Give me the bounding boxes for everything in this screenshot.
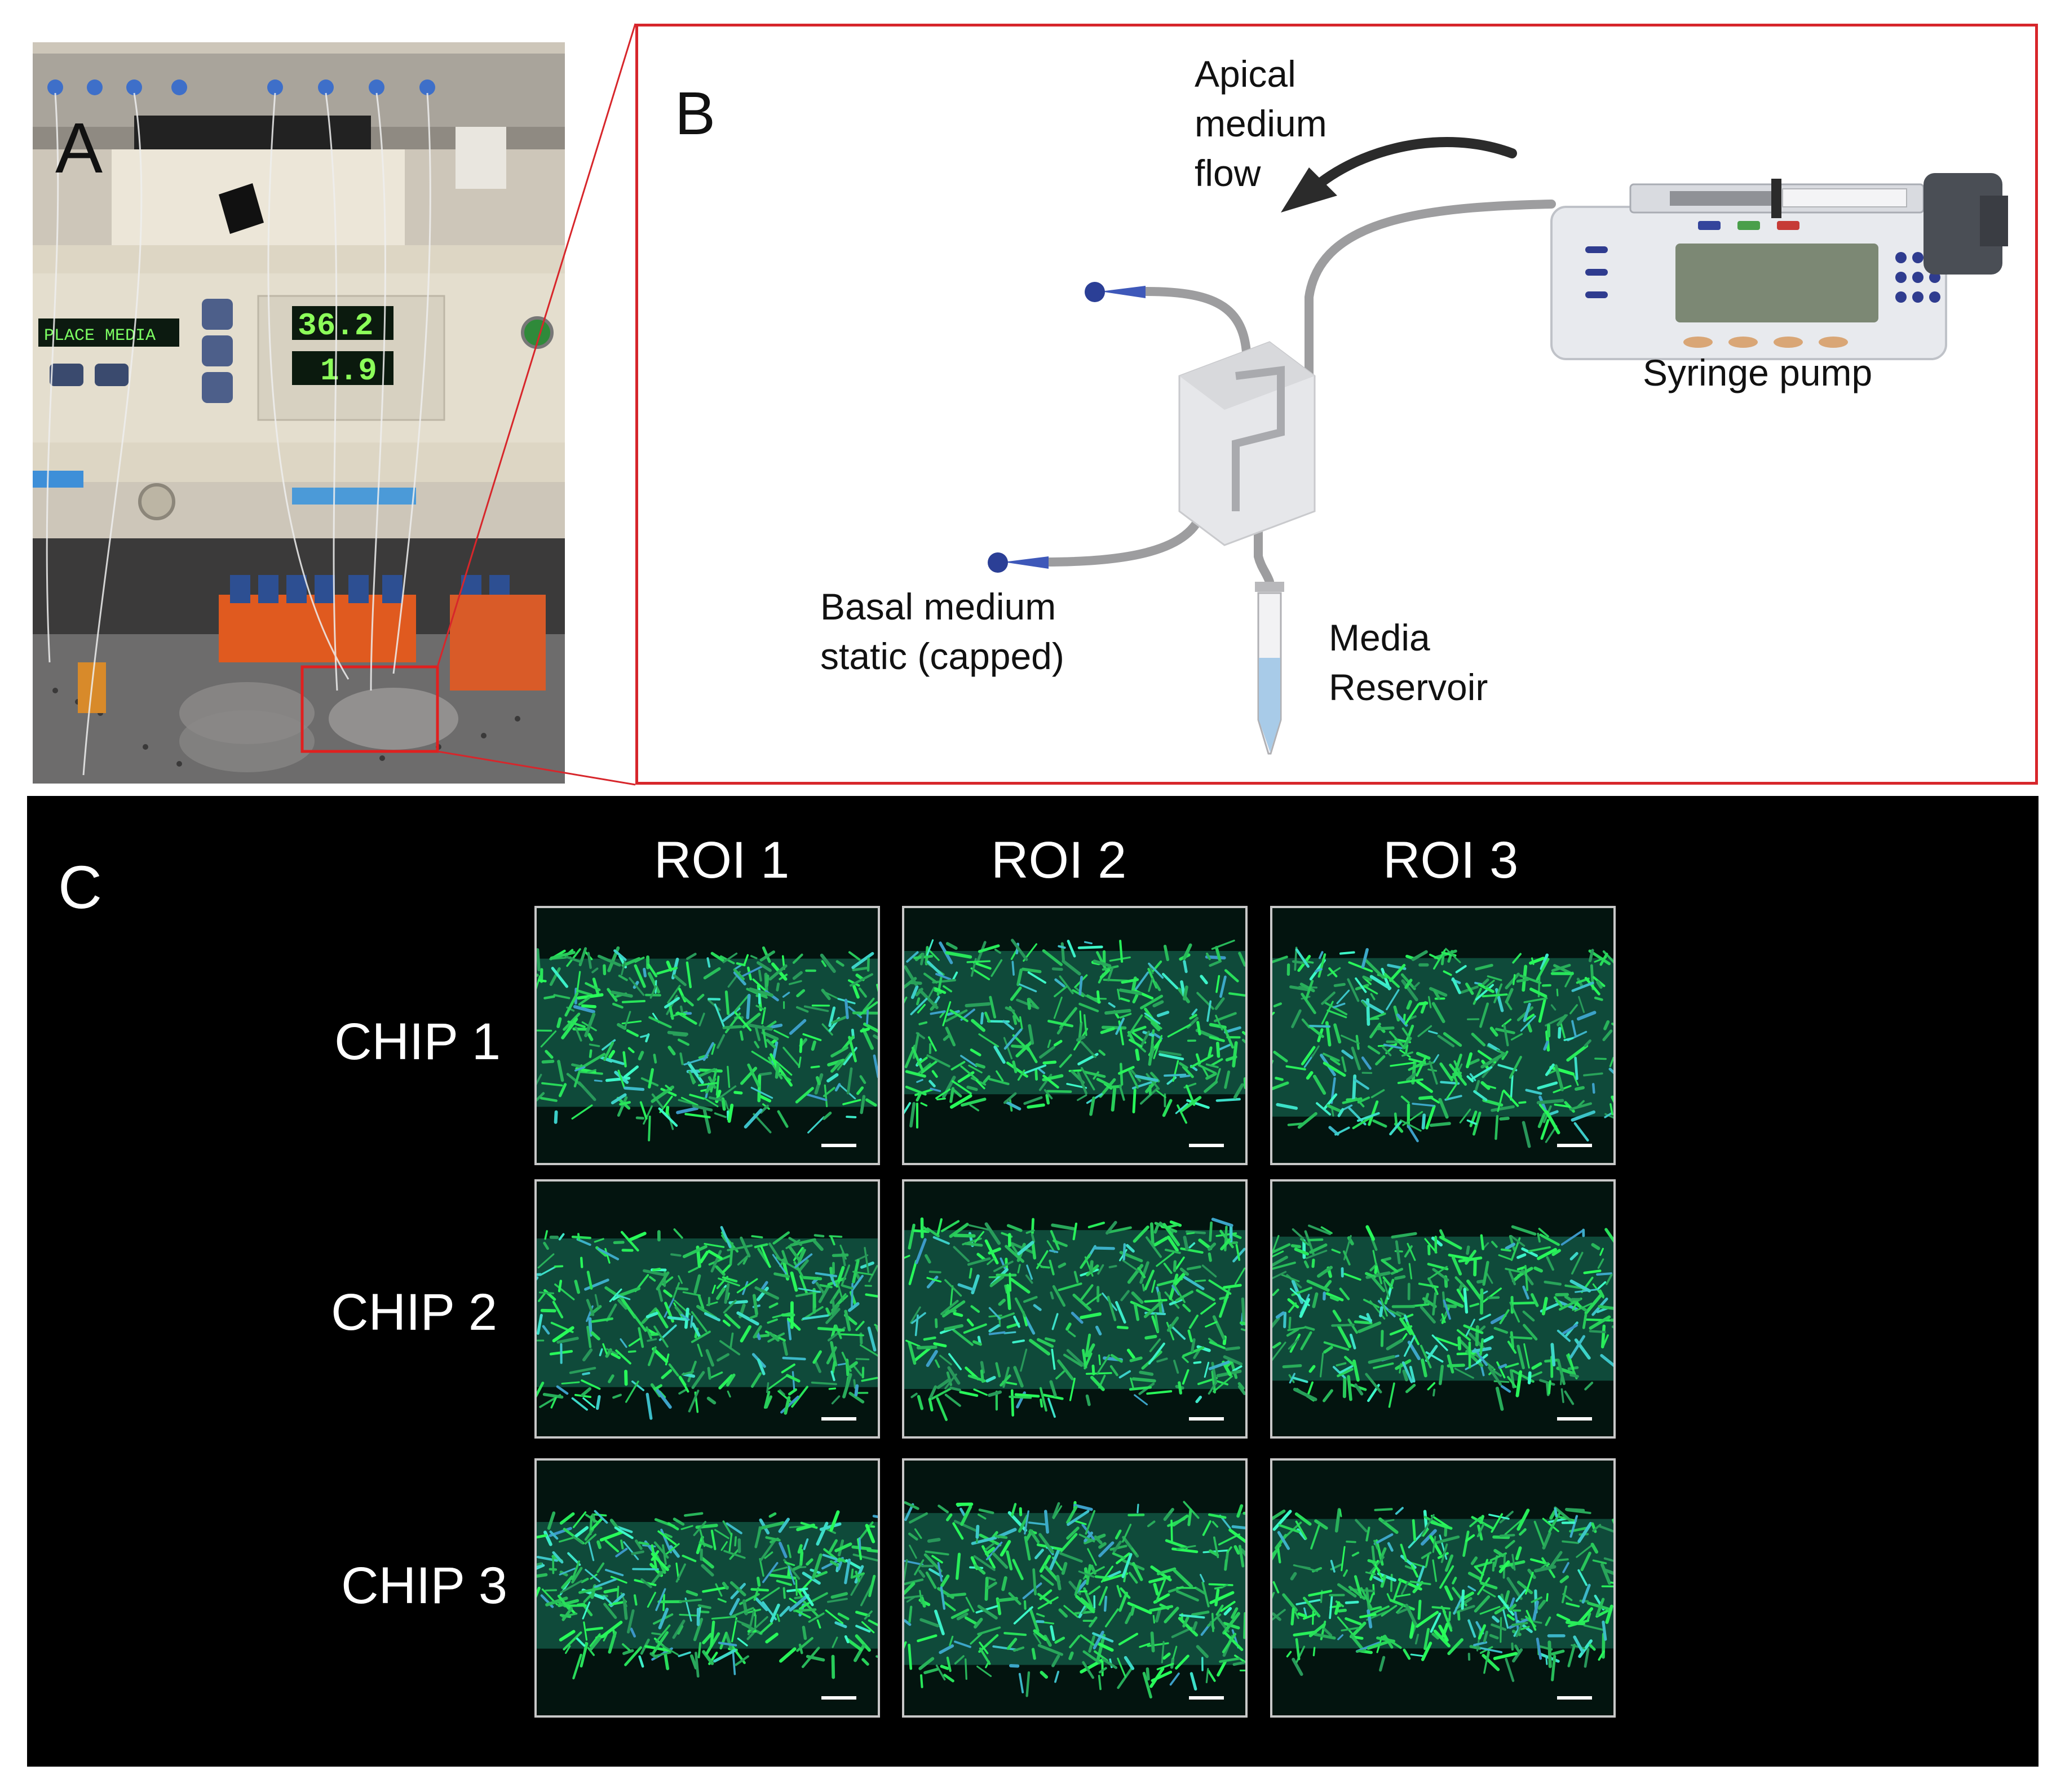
scale-bar bbox=[1189, 1417, 1224, 1421]
panel-b-letter: B bbox=[675, 79, 716, 147]
media-reservoir-label-1: Media bbox=[1329, 617, 1430, 658]
scale-bar bbox=[1189, 1696, 1224, 1700]
micrograph-chip-2-roi-3 bbox=[1270, 1179, 1616, 1439]
micrograph-chip-3-roi-2 bbox=[902, 1458, 1248, 1718]
column-header-roi-2: ROI 2 bbox=[991, 831, 1127, 889]
row-label-chip-3: CHIP 3 bbox=[341, 1557, 507, 1614]
media-reservoir-icon bbox=[1255, 582, 1284, 755]
incubator-photo: PLACE MEDIA 36.2 1.9 bbox=[33, 42, 565, 784]
panel-a-letter: A bbox=[55, 108, 103, 188]
row-label-chip-1: CHIP 1 bbox=[334, 1013, 501, 1070]
scale-bar bbox=[821, 1696, 856, 1700]
row-label-chip-2: CHIP 2 bbox=[331, 1284, 497, 1341]
outlet-tube bbox=[1254, 524, 1274, 586]
panel-a-photo: PLACE MEDIA 36.2 1.9 bbox=[33, 42, 565, 784]
micrograph-chip-1-roi-2 bbox=[902, 906, 1248, 1165]
micrograph-chip-3-roi-1 bbox=[534, 1458, 880, 1718]
micrograph-chip-2-roi-1 bbox=[534, 1179, 880, 1439]
scale-bar bbox=[1557, 1417, 1592, 1421]
apical-flow-label-1: Apical bbox=[1195, 53, 1296, 95]
media-reservoir-label-2: Reservoir bbox=[1329, 666, 1488, 708]
scale-bar bbox=[821, 1417, 856, 1421]
syringe-pump-icon bbox=[1550, 173, 2008, 360]
micrograph-chip-2-roi-2 bbox=[902, 1179, 1248, 1439]
micrograph-chip-1-roi-1 bbox=[534, 906, 880, 1165]
scale-bar bbox=[1557, 1144, 1592, 1147]
panel-c-microscopy: C ROI 1 ROI 2 ROI 3 CHIP 1 CHIP 2 CHIP 3 bbox=[27, 796, 2039, 1767]
column-header-roi-3: ROI 3 bbox=[1383, 831, 1519, 889]
basal-tube-bottom bbox=[1040, 507, 1206, 567]
flow-diagram bbox=[988, 137, 2008, 755]
column-header-roi-1: ROI 1 bbox=[654, 831, 790, 889]
scale-bar bbox=[821, 1144, 856, 1147]
apical-flow-label-3: flow bbox=[1195, 152, 1261, 194]
co2-readout: 1.9 bbox=[320, 353, 377, 389]
basal-medium-label-1: Basal medium bbox=[820, 586, 1056, 627]
panel-b-schematic: B bbox=[635, 24, 2038, 785]
scale-bar bbox=[1189, 1144, 1224, 1147]
panel-c-letter: C bbox=[58, 853, 102, 921]
micrograph-chip-3-roi-3 bbox=[1270, 1458, 1616, 1718]
micrograph-chip-1-roi-3 bbox=[1270, 906, 1616, 1165]
incubator-display-text: PLACE MEDIA bbox=[44, 326, 156, 346]
organ-chip-icon bbox=[1178, 341, 1316, 546]
basal-medium-label-2: static (capped) bbox=[820, 635, 1064, 677]
syringe-pump-label: Syringe pump bbox=[1643, 352, 1873, 393]
flow-arrow-icon bbox=[1307, 137, 1517, 195]
scale-bar bbox=[1557, 1696, 1592, 1700]
needle-cap-icon bbox=[988, 282, 1146, 573]
apical-flow-label-2: medium bbox=[1195, 103, 1327, 144]
